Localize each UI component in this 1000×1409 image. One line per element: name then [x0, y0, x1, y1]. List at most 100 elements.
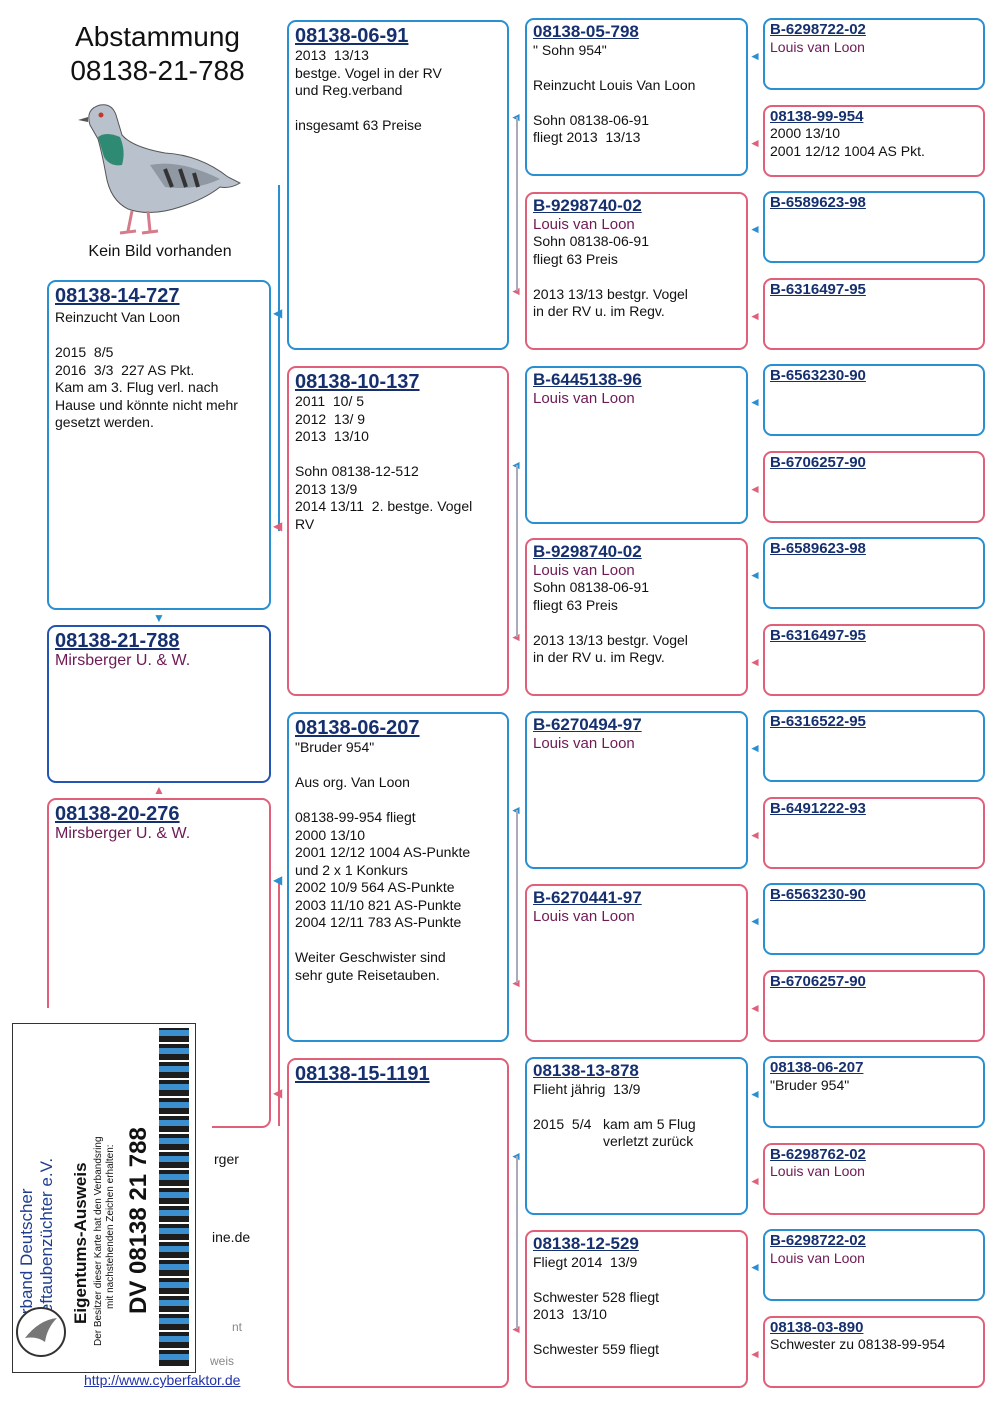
- gen3-box: B-6270494-97Louis van Loon: [525, 711, 748, 869]
- note-line: gesetzt werden.: [55, 414, 263, 432]
- pigeon-illustration: [70, 95, 245, 243]
- gen3-ring: B-6270441-97: [533, 889, 740, 908]
- gen4-box: B-6563230-90: [763, 364, 985, 436]
- gen3-note-line: " Sohn 954": [533, 42, 740, 60]
- gen4-note-line: 2000 13/10: [770, 125, 978, 143]
- arrow-left-icon: ◄: [749, 1002, 761, 1014]
- gen4-ring: B-6316497-95: [770, 282, 978, 299]
- note-line: und 2 x 1 Konkurs: [295, 862, 501, 880]
- gen3-owner: Louis van Loon: [533, 216, 740, 234]
- gen4-ring: 08138-06-207: [770, 1060, 978, 1077]
- arrow-left-icon: ◄: [749, 223, 761, 235]
- gen4-box: B-6589623-98: [763, 191, 985, 263]
- title-line2: 08138-21-788: [55, 54, 260, 88]
- gen3-owner: Louis van Loon: [533, 562, 740, 580]
- gen3-note-line: in der RV u. im Regv.: [533, 649, 740, 667]
- gen4-ring: B-6316497-95: [770, 628, 978, 645]
- gen3-note-line: 2015 5/4 kam am 5 Flug: [533, 1116, 740, 1134]
- emblem-icon: [15, 1306, 67, 1358]
- gen4-ring: 08138-03-890: [770, 1320, 978, 1337]
- gen3-note-line: Reinzucht Louis Van Loon: [533, 77, 740, 95]
- gen3-ring: 08138-05-798: [533, 23, 740, 42]
- arrow-left-icon: ◄: [749, 396, 761, 408]
- note-line: Aus org. Van Loon: [295, 774, 501, 792]
- card-ornament-strip: [159, 1028, 189, 1366]
- gen4-ring: B-6589623-98: [770, 195, 978, 212]
- gen4-ring: B-6491222-93: [770, 801, 978, 818]
- gen3-note-line: [533, 1324, 740, 1342]
- gen3-note-line: verletzt zurück: [533, 1133, 740, 1151]
- arrow-left-icon: ◀: [273, 874, 282, 886]
- arrow-left-icon: ◄: [749, 1261, 761, 1273]
- gen3-box: 08138-13-878Flieht jährig 13/9 2015 5/4 …: [525, 1057, 748, 1215]
- mother-owner: Mirsberger U. & W.: [55, 825, 263, 843]
- website-link[interactable]: http://www.cyberfaktor.de: [84, 1372, 240, 1388]
- gen4-note-line: 2001 12/12 1004 AS Pkt.: [770, 143, 978, 161]
- pedigree-title: Abstammung 08138-21-788: [55, 20, 260, 88]
- gen3-owner: Louis van Loon: [533, 735, 740, 753]
- gen4-owner: Louis van Loon: [770, 1250, 978, 1268]
- ownership-card: Verband Deutscher Brieftaubenzüchter e.V…: [0, 1008, 212, 1370]
- note-line: [295, 932, 501, 950]
- arrow-left-icon: ◄: [749, 310, 761, 322]
- connector-gen3: [516, 1156, 518, 1329]
- gen4-box: B-6316522-95: [763, 710, 985, 782]
- note-line: 2000 13/10: [295, 827, 501, 845]
- note-line: bestge. Vogel in der RV: [295, 65, 501, 83]
- arrow-left-icon: ◄: [749, 569, 761, 581]
- gen4-ring: B-6316522-95: [770, 714, 978, 731]
- gen3-box: 08138-05-798" Sohn 954" Reinzucht Louis …: [525, 18, 748, 176]
- arrow-left-icon: ◄: [749, 915, 761, 927]
- no-image-caption: Kein Bild vorhanden: [60, 243, 260, 261]
- gen3-note-line: [533, 268, 740, 286]
- gen4-ring: B-6298722-02: [770, 1233, 978, 1250]
- note-line: [295, 446, 501, 464]
- gen3-note-line: Schwester 528 fliegt: [533, 1289, 740, 1307]
- gen3-note-line: [533, 59, 740, 77]
- gen4-box: B-6589623-98: [763, 537, 985, 609]
- gen4-owner: Louis van Loon: [770, 1163, 978, 1181]
- gen4-box: B-6316497-95: [763, 624, 985, 696]
- gen3-note-line: 2013 13/13 bestgr. Vogel: [533, 632, 740, 650]
- father-notes: Reinzucht Van Loon 2015 8/52016 3/3 227 …: [55, 309, 263, 432]
- note-line: insgesamt 63 Preise: [295, 117, 501, 135]
- gen4-ring: 08138-99-954: [770, 109, 978, 126]
- gen4-ring: B-6589623-98: [770, 541, 978, 558]
- gen4-note-line: Schwester zu 08138-99-954: [770, 1336, 978, 1354]
- note-line: 2011 10/ 5: [295, 393, 501, 411]
- note-line: und Reg.verband: [295, 82, 501, 100]
- gen3-box: B-9298740-02Louis van LoonSohn 08138-06-…: [525, 538, 748, 696]
- note-line: 2002 10/9 564 AS-Punkte: [295, 879, 501, 897]
- arrow-left-icon: ◄: [749, 50, 761, 62]
- note-line: 2014 13/11 2. bestge. Vogel: [295, 498, 501, 516]
- subject-owner: Mirsberger U. & W.: [55, 652, 263, 670]
- gen3-note-line: fliegt 63 Preis: [533, 251, 740, 269]
- note-line: 08138-99-954 fliegt: [295, 809, 501, 827]
- note-line: Sohn 08138-12-512: [295, 463, 501, 481]
- gen3-note-line: [533, 614, 740, 632]
- father-ring: 08138-14-727: [55, 285, 263, 307]
- gen4-ring: B-6706257-90: [770, 974, 978, 991]
- gen3-ring: 08138-12-529: [533, 1235, 740, 1254]
- note-line: "Bruder 954": [295, 739, 501, 757]
- gen3-note-line: Schwester 559 fliegt: [533, 1341, 740, 1359]
- note-line: 2003 11/10 821 AS-Punkte: [295, 897, 501, 915]
- gen3-note-line: Sohn 08138-06-91: [533, 233, 740, 251]
- note-line: sehr gute Reisetauben.: [295, 967, 501, 985]
- gen2-notes-fm: 2011 10/ 52012 13/ 92013 13/10 Sohn 0813…: [295, 393, 501, 533]
- gen3-note-line: fliegt 2013 13/13: [533, 129, 740, 147]
- note-line: Weiter Geschwister sind: [295, 949, 501, 967]
- arrow-left-icon: ◄: [749, 656, 761, 668]
- note-line: 2013 13/13: [295, 47, 501, 65]
- note-line: Hause und könnte nicht mehr: [55, 397, 263, 415]
- gen3-box: 08138-12-529Fliegt 2014 13/9 Schwester 5…: [525, 1230, 748, 1388]
- arrow-left-icon: ◄: [749, 742, 761, 754]
- gen2-ring-ff: 08138-06-91: [295, 25, 501, 47]
- note-line: 2013 13/9: [295, 481, 501, 499]
- arrow-left-icon: ◄: [749, 483, 761, 495]
- text-fragment: weis: [210, 1354, 234, 1368]
